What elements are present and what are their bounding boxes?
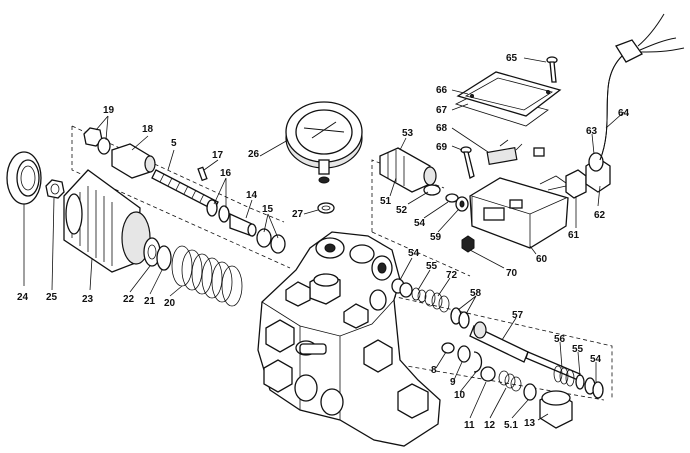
rings-part-58 bbox=[450, 307, 470, 329]
ring-part-63 bbox=[588, 152, 604, 172]
label-5-1: 5.1 bbox=[504, 420, 518, 431]
label-21: 21 bbox=[144, 296, 156, 307]
plug-part-13 bbox=[539, 390, 573, 429]
screw-part-65 bbox=[546, 56, 558, 83]
label-9: 9 bbox=[450, 377, 456, 388]
part-labels: 19 18 5 17 16 14 15 26 27 53 51 52 54 59… bbox=[17, 53, 630, 431]
label-67: 67 bbox=[436, 105, 448, 116]
label-70: 70 bbox=[506, 268, 518, 279]
fitting-part-61 bbox=[565, 169, 587, 199]
label-25: 25 bbox=[46, 292, 58, 303]
screw-part-69 bbox=[460, 146, 475, 179]
label-5: 5 bbox=[171, 138, 177, 149]
cover-part-66 bbox=[456, 71, 562, 117]
label-20: 20 bbox=[164, 298, 176, 309]
ring-part-52 bbox=[423, 184, 441, 196]
ring-part-9 bbox=[457, 345, 471, 363]
pump-body bbox=[257, 231, 441, 447]
spring-part-12 bbox=[498, 370, 522, 392]
fitting-part-18 bbox=[111, 143, 156, 179]
washer-part-27 bbox=[317, 202, 335, 214]
seal-ring-part-24 bbox=[6, 151, 42, 205]
label-15: 15 bbox=[262, 204, 274, 215]
label-17: 17 bbox=[212, 150, 224, 161]
label-69: 69 bbox=[436, 142, 448, 153]
washer-part-21 bbox=[156, 245, 172, 271]
label-19: 19 bbox=[103, 105, 115, 116]
fitting-part-53 bbox=[379, 147, 437, 193]
filter-housing-part-23 bbox=[63, 169, 151, 273]
label-64: 64 bbox=[618, 108, 630, 119]
label-60: 60 bbox=[536, 254, 548, 265]
label-55-lower: 55 bbox=[572, 344, 584, 355]
label-26: 26 bbox=[248, 149, 260, 160]
pressure-gauge-part-26 bbox=[285, 101, 363, 184]
label-51: 51 bbox=[380, 196, 392, 207]
label-11: 11 bbox=[464, 420, 475, 431]
nut-part-59 bbox=[455, 196, 469, 212]
spring-part-72 bbox=[424, 289, 450, 313]
label-10: 10 bbox=[454, 390, 466, 401]
label-66: 66 bbox=[436, 85, 448, 96]
label-54-lower: 54 bbox=[590, 354, 602, 365]
piston-part-14 bbox=[229, 212, 257, 237]
label-72: 72 bbox=[446, 270, 458, 281]
label-27: 27 bbox=[292, 209, 304, 220]
nut-part-70 bbox=[461, 235, 475, 253]
label-14: 14 bbox=[246, 190, 258, 201]
label-23: 23 bbox=[82, 294, 94, 305]
label-18: 18 bbox=[142, 124, 154, 135]
label-59: 59 bbox=[430, 232, 442, 243]
label-53: 53 bbox=[402, 128, 414, 139]
spring-part-55-middle bbox=[411, 287, 427, 303]
nut-part-25 bbox=[45, 179, 65, 199]
leader-lines bbox=[23, 57, 625, 421]
label-55-middle: 55 bbox=[426, 261, 438, 272]
label-52: 52 bbox=[396, 205, 408, 216]
label-68: 68 bbox=[436, 123, 448, 134]
o-ring-part-15 bbox=[256, 228, 286, 254]
washer-part-55-lower bbox=[575, 374, 585, 390]
label-56: 56 bbox=[554, 334, 566, 345]
label-8: 8 bbox=[431, 365, 437, 376]
micro-switch-part-68 bbox=[486, 139, 545, 166]
ring-part-16 bbox=[206, 199, 230, 223]
label-16: 16 bbox=[220, 168, 232, 179]
label-62: 62 bbox=[594, 210, 606, 221]
cable-part-64 bbox=[599, 13, 685, 161]
label-12: 12 bbox=[484, 420, 496, 431]
ball-part-11 bbox=[480, 366, 496, 382]
spring-part-20 bbox=[171, 245, 243, 307]
label-24: 24 bbox=[17, 292, 29, 303]
switch-box-part-60 bbox=[469, 175, 577, 249]
nut-part-19 bbox=[83, 127, 111, 155]
label-22: 22 bbox=[123, 294, 135, 305]
label-57: 57 bbox=[512, 310, 524, 321]
label-61: 61 bbox=[568, 230, 580, 241]
ring-part-8 bbox=[441, 342, 455, 354]
seal-part-10 bbox=[473, 351, 483, 373]
pin-part-17 bbox=[197, 166, 208, 182]
label-58: 58 bbox=[470, 288, 482, 299]
label-54-middle: 54 bbox=[408, 248, 420, 259]
label-13: 13 bbox=[524, 418, 536, 429]
label-63: 63 bbox=[586, 126, 598, 137]
seal-part-54-lower bbox=[584, 377, 604, 399]
seal-part-54-middle bbox=[391, 278, 413, 298]
spring-part-56 bbox=[553, 365, 575, 387]
label-54-top: 54 bbox=[414, 218, 426, 229]
o-ring-part-5-1 bbox=[523, 383, 537, 401]
label-65: 65 bbox=[506, 53, 518, 64]
